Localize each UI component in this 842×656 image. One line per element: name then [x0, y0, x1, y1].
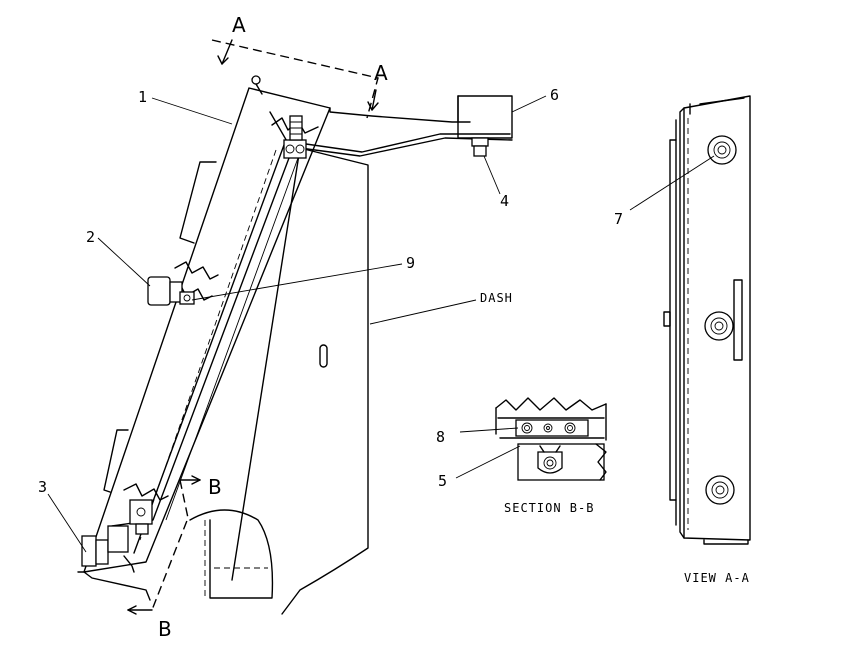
leader-7 [629, 155, 715, 211]
top-clamp [283, 115, 307, 159]
leader-lines [47, 95, 547, 553]
leader-8 [459, 427, 519, 433]
support-bracket [291, 95, 513, 157]
section-bb-title: SECTION B-B [504, 501, 594, 515]
leader-4 [483, 155, 501, 195]
callout-6: 6 [550, 86, 559, 104]
bottom-clamp [77, 499, 153, 601]
leader-5 [455, 445, 521, 479]
section-marker-b-top: B [208, 475, 222, 499]
callout-4: 4 [500, 192, 509, 210]
callout-9: 9 [406, 254, 415, 272]
leader-2 [97, 237, 151, 287]
knob-2 [147, 276, 195, 306]
callout-labels: 1 2 3 4 5 6 7 8 9 A A B B DASH SECTION B… [38, 13, 750, 641]
leader-3 [47, 493, 87, 553]
callout-2: 2 [86, 228, 95, 246]
callout-3: 3 [38, 478, 47, 496]
leader-dash [369, 299, 477, 325]
callout-7: 7 [614, 210, 623, 228]
leader-6 [511, 95, 547, 113]
leader-9 [191, 263, 403, 301]
dash-label: DASH [480, 291, 513, 305]
section-marker-a-right: A [374, 61, 388, 85]
callout-1: 1 [138, 88, 147, 106]
section-bb-view [455, 397, 607, 481]
view-aa [629, 95, 751, 545]
leader-1 [151, 97, 233, 125]
view-aa-title: VIEW A-A [684, 571, 750, 585]
section-marker-a-top: A [232, 13, 246, 37]
callout-5: 5 [438, 472, 447, 490]
section-line-a [211, 39, 379, 119]
dash-panel [189, 147, 369, 615]
section-marker-b-bottom: B [158, 617, 172, 641]
main-assembly [47, 39, 547, 615]
section-line-b [127, 475, 201, 615]
callout-8: 8 [436, 428, 445, 446]
